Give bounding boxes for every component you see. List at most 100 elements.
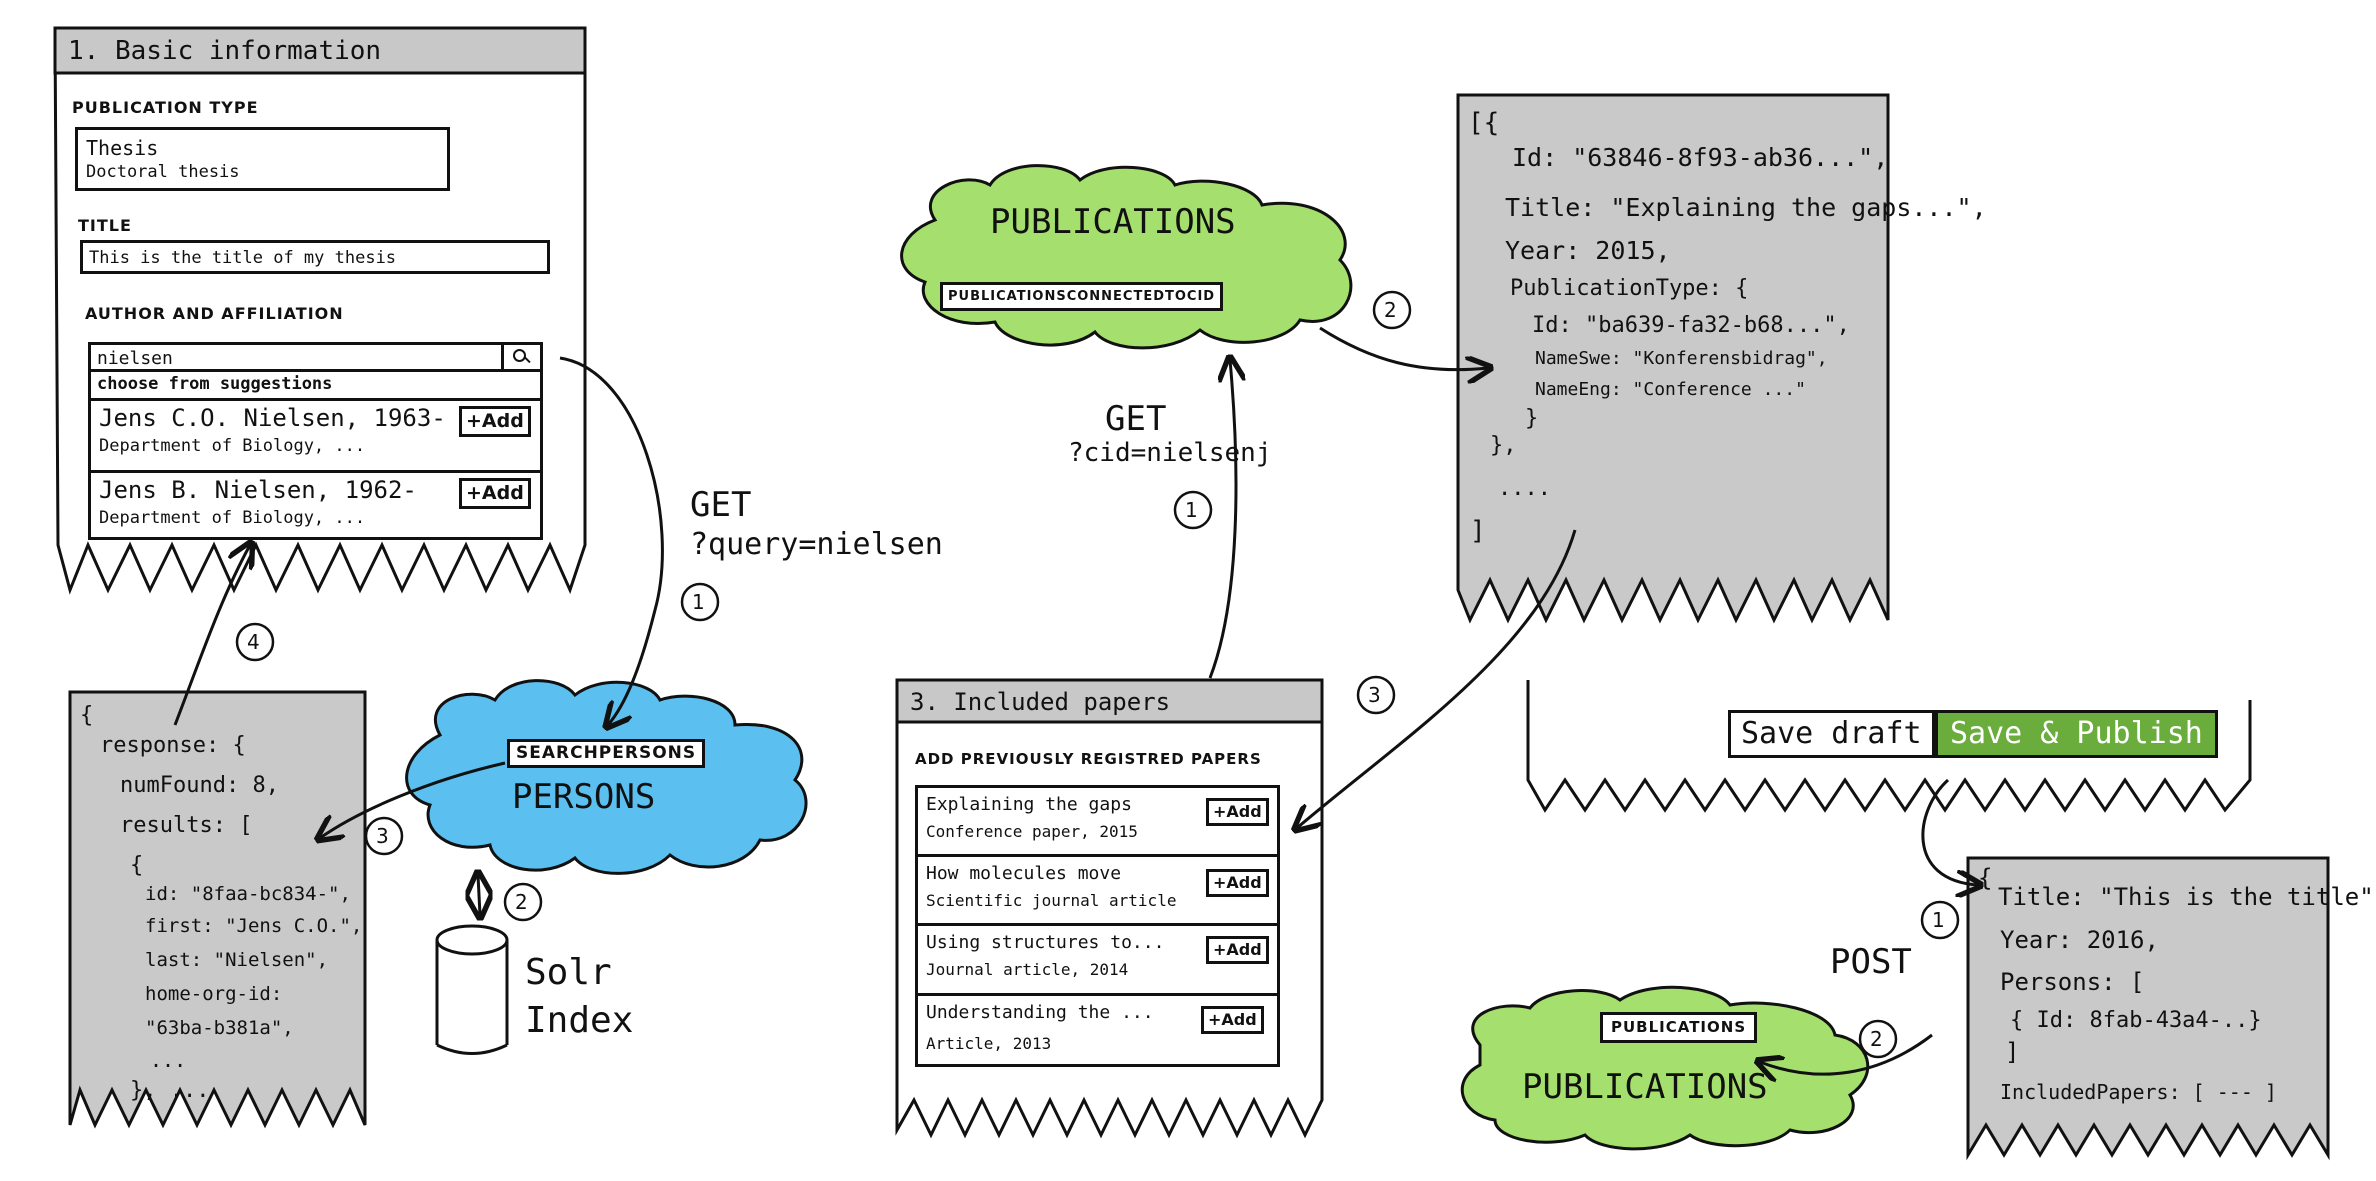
json-line: numFound: 8, — [120, 773, 279, 798]
search-request-method: GET — [690, 485, 752, 525]
publication-type-select[interactable]: Thesis Doctoral thesis — [75, 127, 450, 191]
publications-response-panel — [1456, 93, 1890, 624]
add-paper-button[interactable]: +Add — [1206, 798, 1269, 826]
json-line: PublicationType: { — [1510, 276, 1749, 301]
persons-cloud — [405, 679, 808, 875]
publications-cloud-top — [900, 164, 1353, 350]
json-line: } — [1525, 406, 1539, 431]
paper-title: Explaining the gaps — [926, 794, 1132, 815]
save-strip — [1526, 680, 2252, 813]
papers-list: Explaining the gaps Conference paper, 20… — [915, 785, 1280, 1067]
paper-subtitle: Journal article, 2014 — [926, 960, 1129, 979]
add-paper-button[interactable]: +Add — [1206, 936, 1269, 964]
save-draft-button[interactable]: Save draft — [1728, 710, 1935, 758]
json-line: [{ — [1468, 108, 1500, 138]
suggestion-department: Department of Biology, ... — [99, 508, 366, 528]
suggestions-label: choose from suggestions — [97, 374, 333, 394]
json-line: "63ba-b381a", — [145, 1017, 294, 1039]
json-line: { — [80, 703, 94, 728]
add-paper-button[interactable]: +Add — [1201, 1006, 1264, 1034]
suggestions-dropdown: choose from suggestions Jens C.O. Nielse… — [88, 372, 543, 540]
step-number: 3 — [1368, 683, 1381, 707]
persons-response-panel — [68, 690, 367, 1129]
paper-item[interactable]: Understanding the ... Article, 2013 +Add — [918, 996, 1277, 1062]
included-papers-header: 3. Included papers — [910, 688, 1171, 716]
json-line: Persons: [ — [2000, 968, 2145, 996]
solr-label: Solr — [525, 952, 612, 993]
author-search-value: nielsen — [97, 348, 173, 369]
json-line: NameSwe: "Konferensbidrag", — [1535, 348, 1828, 369]
solr-cylinder — [435, 924, 509, 1055]
json-line: first: "Jens C.O.", — [145, 915, 363, 937]
json-line: Title: "Explaining the gaps...", — [1505, 193, 1987, 222]
publications-cloud-bottom — [1460, 985, 1870, 1151]
json-line: .... — [1498, 476, 1551, 501]
json-line: home-org-id: — [145, 983, 283, 1005]
cid-request-query: ?cid=nielsenj — [1068, 438, 1272, 468]
step-number: 1 — [692, 590, 705, 614]
suggestion-department: Department of Biology, ... — [99, 436, 366, 456]
paper-subtitle: Scientific journal article — [926, 891, 1177, 910]
add-person-button[interactable]: +Add — [459, 406, 531, 437]
publication-type-value: Thesis — [86, 136, 159, 160]
add-previous-papers-label: ADD PREVIOUSLY REGISTRED PAPERS — [915, 750, 1262, 768]
search-icon[interactable] — [501, 345, 540, 369]
suggestion-item[interactable]: Jens B. Nielsen, 1962- Department of Bio… — [91, 470, 540, 540]
paper-title: Using structures to... — [926, 932, 1165, 953]
step-number: 1 — [1932, 908, 1945, 932]
basic-info-header: 1. Basic information — [68, 36, 382, 66]
step-number: 1 — [1185, 498, 1198, 522]
paper-title: Understanding the ... — [926, 1002, 1154, 1023]
publication-subtype-value: Doctoral thesis — [86, 162, 240, 182]
suggestion-name: Jens C.O. Nielsen, 1963- — [99, 404, 446, 432]
save-publish-button[interactable]: Save & Publish — [1935, 710, 2218, 758]
author-affiliation-label: AUTHOR AND AFFILIATION — [85, 304, 344, 323]
publications-connected-to-cid-endpoint: PUBLICATIONSCONNECTEDTOCID — [940, 282, 1224, 311]
add-person-button[interactable]: +Add — [459, 478, 531, 509]
suggestion-item[interactable]: Jens C.O. Nielsen, 1963- Department of B… — [91, 398, 540, 468]
paper-title: How molecules move — [926, 863, 1122, 884]
step-number: 2 — [1384, 298, 1397, 322]
json-line: Id: "63846-8f93-ab36...", — [1512, 143, 1889, 172]
title-input[interactable]: This is the title of my thesis — [80, 240, 550, 274]
publications-service-name-bottom: PUBLICATIONS — [1522, 1067, 1768, 1107]
json-line: id: "8faa-bc834-", — [145, 883, 351, 905]
flow-arrows — [173, 326, 1978, 1074]
searchpersons-endpoint: SEARCHPERSONS — [507, 739, 706, 768]
json-line: Year: 2015, — [1505, 236, 1671, 265]
publication-type-label: PUBLICATION TYPE — [72, 98, 259, 117]
json-line: { — [1978, 864, 1993, 892]
json-line: ] — [1470, 516, 1486, 546]
paper-subtitle: Article, 2013 — [926, 1034, 1052, 1053]
cid-request-method: GET — [1105, 399, 1167, 439]
json-line: last: "Nielsen", — [145, 949, 329, 971]
json-line: ... — [150, 1048, 187, 1072]
paper-subtitle: Conference paper, 2015 — [926, 822, 1138, 841]
step-circles — [235, 290, 1960, 1059]
suggestion-name: Jens B. Nielsen, 1962- — [99, 476, 417, 504]
json-line: Id: "ba639-fa32-b68...", — [1532, 313, 1850, 338]
paper-item[interactable]: How molecules move Scientific journal ar… — [918, 857, 1277, 923]
json-line: IncludedPapers: [ --- ] — [2000, 1080, 2277, 1104]
step-number: 2 — [515, 890, 528, 914]
search-request-query: ?query=nielsen — [690, 527, 943, 562]
json-line: { Id: 8fab-43a4-..} — [2010, 1008, 2262, 1033]
step-number: 4 — [247, 630, 260, 654]
add-paper-button[interactable]: +Add — [1206, 869, 1269, 897]
publications-endpoint: PUBLICATIONS — [1600, 1012, 1758, 1043]
title-value: This is the title of my thesis — [89, 248, 397, 268]
paper-item[interactable]: Using structures to... Journal article, … — [918, 926, 1277, 992]
json-line: }, — [1490, 433, 1517, 458]
json-line: results: [ — [120, 813, 253, 838]
json-line: Title: "This is the title", — [1998, 883, 2376, 911]
persons-service-name: PERSONS — [512, 777, 656, 817]
author-search-input[interactable]: nielsen — [88, 342, 543, 372]
post-body-panel — [1966, 856, 2330, 1161]
step-number: 3 — [376, 824, 389, 848]
json-line: }, ... — [130, 1078, 210, 1103]
step-number: 2 — [1870, 1027, 1883, 1051]
paper-item[interactable]: Explaining the gaps Conference paper, 20… — [918, 788, 1277, 854]
json-line: Year: 2016, — [2000, 926, 2159, 954]
index-label: Index — [525, 1000, 634, 1041]
